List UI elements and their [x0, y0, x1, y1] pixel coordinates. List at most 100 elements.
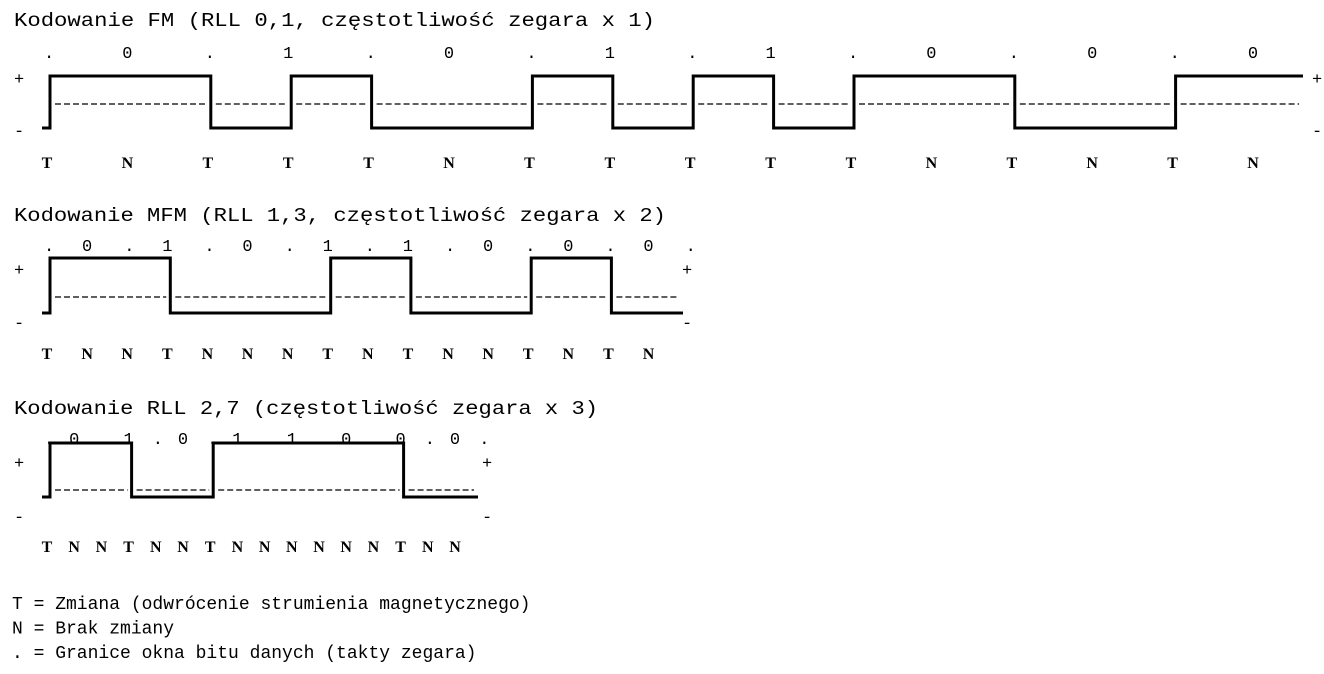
data-bit: 0 — [242, 238, 252, 257]
transition-label: T — [162, 346, 173, 363]
clock-mark: . — [204, 238, 214, 257]
data-bit: 1 — [605, 45, 615, 64]
transition-label: N — [286, 539, 298, 556]
data-bit: 1 — [123, 431, 133, 450]
data-bit: 0 — [444, 45, 454, 64]
data-bit: 0 — [341, 431, 351, 450]
data-bit: 1 — [232, 431, 242, 450]
clock-mark: . — [262, 431, 272, 450]
transition-label: N — [68, 539, 80, 556]
clock-mark: . — [207, 431, 217, 450]
transition-label: N — [422, 539, 434, 556]
transition-label: N — [202, 346, 214, 363]
diagram-title: Kodowanie MFM (RLL 1,3, częstotliwość ze… — [14, 205, 666, 227]
clock-mark: . — [687, 45, 697, 64]
transition-label: T — [202, 155, 213, 172]
transition-label: N — [482, 346, 494, 363]
transition-label: T — [765, 155, 776, 172]
plus-sign: + — [14, 71, 24, 90]
minus-sign: - — [14, 315, 24, 334]
data-bit: 1 — [403, 238, 413, 257]
transition-label: N — [259, 539, 271, 556]
minus-sign: - — [1312, 123, 1322, 142]
signal-waveform — [42, 441, 478, 499]
transition-label: N — [177, 539, 189, 556]
minus-sign: - — [14, 123, 24, 142]
clock-mark: . — [1009, 45, 1019, 64]
minus-sign: - — [482, 509, 492, 528]
transition-label: N — [1247, 155, 1259, 172]
data-bit: 0 — [1087, 45, 1097, 64]
clock-mark: . — [525, 238, 535, 257]
clock-mark: . — [44, 238, 54, 257]
transition-label: N — [81, 346, 93, 363]
transition-label: T — [524, 155, 535, 172]
transition-label: N — [442, 346, 454, 363]
transition-label: N — [282, 346, 294, 363]
clock-mark: . — [445, 238, 455, 257]
clock-mark: . — [366, 45, 376, 64]
minus-sign: - — [14, 509, 24, 528]
plus-sign: + — [1312, 71, 1322, 90]
data-bit: 0 — [563, 238, 573, 257]
transition-label: N — [121, 346, 133, 363]
data-bit: 1 — [162, 238, 172, 257]
transition-label: N — [643, 346, 655, 363]
transition-label: N — [1086, 155, 1098, 172]
plus-sign: + — [482, 455, 492, 474]
plus-sign: + — [14, 455, 24, 474]
data-bit: 0 — [1248, 45, 1258, 64]
transition-label: N — [449, 539, 461, 556]
transition-label: N — [926, 155, 938, 172]
clock-mark: . — [526, 45, 536, 64]
diagram-title: Kodowanie RLL 2,7 (częstotliwość zegara … — [14, 398, 598, 420]
data-bit: 0 — [82, 238, 92, 257]
clock-mark: . — [848, 45, 858, 64]
transition-label: T — [283, 155, 294, 172]
transition-label: N — [150, 539, 162, 556]
transition-label: T — [395, 539, 406, 556]
data-bit: 0 — [122, 45, 132, 64]
clock-mark: . — [285, 238, 295, 257]
clock-mark: . — [479, 431, 489, 450]
transition-label: T — [403, 346, 414, 363]
legend-item: T = Zmiana (odwrócenie strumienia magnet… — [12, 595, 530, 615]
transition-label: T — [42, 155, 53, 172]
clock-mark: . — [686, 238, 696, 257]
data-bit: 1 — [765, 45, 775, 64]
transition-label: N — [362, 346, 374, 363]
plus-sign: + — [682, 262, 692, 281]
clock-mark: . — [370, 431, 380, 450]
minus-sign: - — [682, 315, 692, 334]
transition-label: T — [846, 155, 857, 172]
transition-label: T — [604, 155, 615, 172]
clock-mark: . — [44, 45, 54, 64]
data-bit: 0 — [395, 431, 405, 450]
transition-label: T — [685, 155, 696, 172]
clock-mark: . — [605, 238, 615, 257]
clock-mark: . — [425, 431, 435, 450]
legend-item: N = Brak zmiany — [12, 620, 174, 640]
plus-sign: + — [14, 262, 24, 281]
transition-label: N — [443, 155, 455, 172]
data-bit: 1 — [323, 238, 333, 257]
clock-mark: . — [365, 238, 375, 257]
clock-mark: . — [44, 431, 54, 450]
transition-label: N — [563, 346, 575, 363]
data-bit: 0 — [69, 431, 79, 450]
data-bit: 0 — [178, 431, 188, 450]
legend-item: . = Granice okna bitu danych (takty zega… — [12, 644, 476, 664]
transition-label: T — [603, 346, 614, 363]
transition-label: T — [42, 346, 53, 363]
data-bit: 1 — [287, 431, 297, 450]
transition-label: T — [523, 346, 534, 363]
data-bit: 1 — [283, 45, 293, 64]
transition-label: N — [368, 539, 380, 556]
signal-waveform — [42, 74, 1303, 130]
data-bit: 0 — [450, 431, 460, 450]
transition-label: N — [122, 155, 134, 172]
transition-label: N — [96, 539, 108, 556]
transition-label: T — [42, 539, 53, 556]
